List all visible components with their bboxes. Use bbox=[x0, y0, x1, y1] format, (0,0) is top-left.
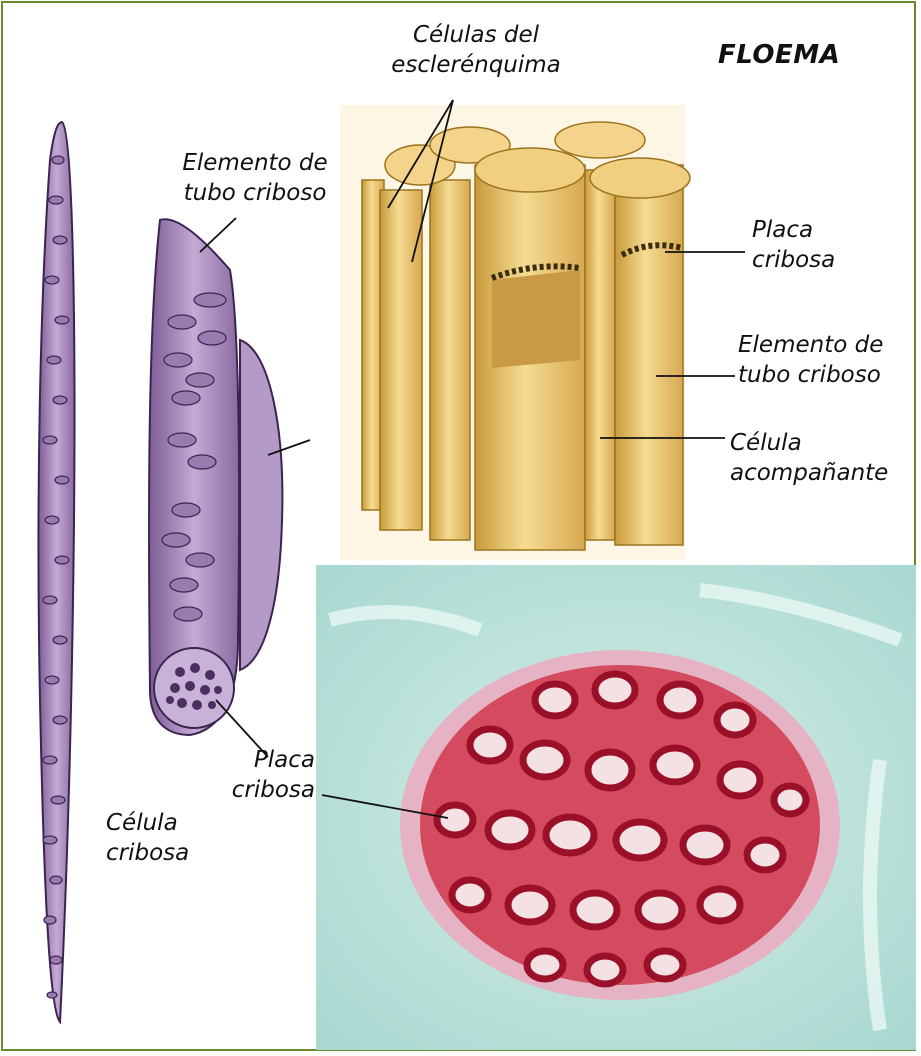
sieve-tube-element bbox=[149, 219, 282, 735]
phloem-tubes-block bbox=[340, 105, 690, 560]
sieve-plate-micrograph bbox=[316, 565, 916, 1050]
label-placa-cribosa-left: Placa cribosa bbox=[220, 745, 315, 805]
label-celula-cribosa: Célula cribosa bbox=[106, 808, 189, 868]
figure-title: FLOEMA bbox=[718, 40, 840, 70]
label-placa-cribosa-right: Placa cribosa bbox=[752, 215, 835, 275]
label-esclerenquima: Células del esclerénquima bbox=[386, 20, 566, 80]
label-elemento-tubo-right: Elemento de tubo criboso bbox=[738, 330, 883, 390]
label-celula-acompanante: Célula acompañante bbox=[730, 428, 888, 488]
label-elemento-tubo-left: Elemento de tubo criboso bbox=[170, 148, 340, 208]
sieve-cell bbox=[38, 122, 74, 1022]
